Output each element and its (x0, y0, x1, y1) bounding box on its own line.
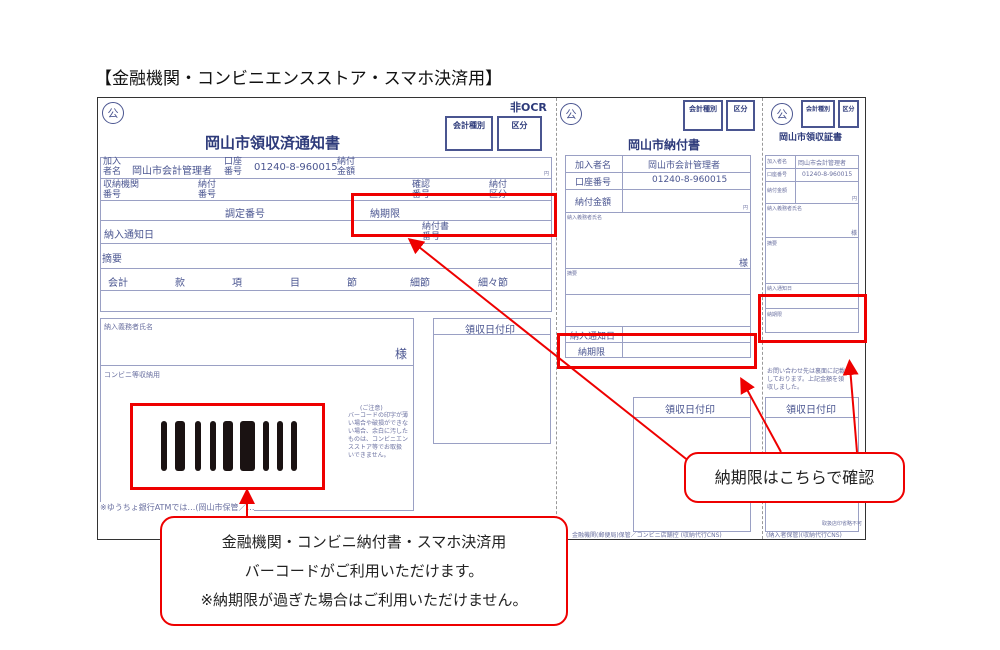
budget-label-kou: 項 (232, 278, 242, 289)
sama-label: 様 (739, 259, 749, 269)
perforation-line (556, 98, 557, 539)
subscriber-label: 加入者名 (767, 159, 788, 165)
budget-label-kan: 款 (175, 278, 185, 289)
summary-label: 摘要 (102, 254, 122, 265)
tekiyo-label: 摘要 (567, 271, 578, 277)
due-date-label: 納期限 (370, 209, 400, 220)
yen-label: 円 (743, 205, 749, 211)
sama-label: 様 (851, 230, 858, 237)
agency-number-label: 収納機関番号 (103, 180, 140, 200)
barcode-bar (263, 421, 269, 471)
due-date-label: 納期限 (578, 348, 606, 358)
left-footer: ※ゆうちょ銀行ATMでは…(岡山市保管／… (100, 502, 255, 513)
category-stamp-box: 区分 (838, 100, 859, 128)
yen-label: 円 (544, 171, 550, 177)
due-arrow-left (407, 238, 691, 463)
callout-line: 金融機関・コンビニ納付書・スマホ決済用 (221, 533, 507, 551)
perforation-line (762, 98, 763, 539)
due-date-highlight-left (351, 193, 557, 237)
account-type-stamp-box: 会計種別 (801, 100, 835, 128)
barcode-bar (291, 421, 297, 471)
left-slip-title: 岡山市領収済通知書 (205, 134, 341, 152)
due-arrow-middle (740, 376, 782, 453)
inquiry-text: お問い合わせ先は裏面に記載しております。上記金額を領収しました。 (767, 368, 846, 391)
page-heading: 【金融機関・コンビニエンスストア・スマホ決済用】 (95, 69, 503, 89)
notice-date-label: 納入通知日 (104, 230, 154, 241)
barcode-bar (210, 421, 216, 471)
slip-number-label: 納付書番号 (422, 222, 450, 242)
account-type-stamp-box: 会計種別 (683, 100, 723, 131)
handling-note: 取扱店印省略不可 (822, 521, 863, 527)
assessment-number-label: 調定番号 (225, 209, 265, 220)
due-date-callout: 納期限はこちらで確認 (684, 452, 905, 503)
barcode-highlight (130, 403, 325, 490)
due-arrow-right (842, 359, 859, 453)
budget-label-saisetsu: 細節 (410, 278, 430, 289)
budget-label-setsu: 節 (347, 278, 357, 289)
budget-label-moku: 目 (290, 278, 300, 289)
due-date-highlight-middle (557, 333, 757, 369)
notice-date-label: 納入通知日 (767, 286, 793, 292)
payment-number-label: 納付番号 (198, 180, 217, 200)
receipt-stamp-label: 領収日付印 (786, 405, 836, 416)
receipt-stamp-box (433, 318, 551, 444)
non-ocr-label: 非OCR (510, 101, 547, 114)
subscriber-label: 加入者名 (103, 157, 122, 177)
account-value: 01240-8-960015 (802, 171, 853, 178)
subscriber-value: 岡山市会計管理者 (798, 160, 847, 167)
payer-name-label: 納入義務者氏名 (104, 323, 153, 331)
barcode-bar (223, 421, 233, 471)
sama-label: 様 (395, 347, 408, 361)
barcode-bar (195, 421, 201, 471)
due-date-highlight-right (758, 294, 867, 343)
middle-form-table (565, 155, 751, 358)
account-label: 口座番号 (575, 178, 612, 188)
notice-text: バーコードの印字が薄い場合や破損ができない場合、余白に汚したものは、コンビニエン… (348, 412, 409, 459)
barcode-bar (277, 421, 283, 471)
amount-label: 納付金額 (337, 157, 356, 177)
account-label: 口座番号 (224, 157, 243, 177)
amount-label: 納付金額 (575, 198, 612, 208)
notice-date-label: 納入通知日 (570, 332, 616, 342)
barcode-bar (175, 421, 185, 471)
callout-line: ※納期限が過ぎた場合はご利用いただけません。 (200, 591, 528, 609)
yen-label: 円 (852, 196, 858, 202)
public-mark-icon: 公 (560, 103, 582, 125)
barcode-bar (240, 421, 255, 471)
right-slip-title: 岡山市領収証書 (779, 133, 843, 143)
category-stamp-box: 区分 (497, 116, 542, 151)
account-value: 01240-8-960015 (652, 175, 728, 185)
subscriber-label: 加入者名 (575, 161, 612, 171)
barcode-callout: 金融機関・コンビニ納付書・スマホ決済用 バーコードがご利用いただけます。 ※納期… (160, 516, 568, 626)
convenience-label: コンビニ等収納用 (104, 371, 160, 379)
payer-name-label: 納入義務者氏名 (567, 215, 603, 221)
tekiyo-label: 摘要 (767, 241, 778, 247)
account-type-stamp-box: 会計種別 (445, 116, 493, 151)
budget-label-saisaisetsu: 細々節 (478, 278, 508, 289)
right-footer: (納入者保管)(収納代行CNS) (766, 532, 842, 539)
payer-barcode-area (100, 318, 414, 511)
account-label: 口座番号 (767, 172, 788, 178)
payer-name-label: 納入義務者氏名 (767, 206, 803, 212)
public-mark-icon: 公 (102, 102, 124, 124)
subscriber-value: 岡山市会計管理者 (132, 166, 212, 177)
middle-footer: 金融機関(郵便局)保管／コンビニ店舗控 (収納代行CNS) (572, 532, 722, 539)
public-mark-icon: 公 (771, 103, 793, 125)
callout-line: バーコードがご利用いただけます。 (244, 562, 484, 580)
due-date-label: 納期限 (767, 312, 783, 318)
notice-title: (ご注意) (360, 405, 383, 412)
barcode-bar (161, 421, 167, 471)
account-value: 01240-8-960015 (254, 162, 338, 173)
receipt-stamp-label: 領収日付印 (665, 405, 715, 416)
category-stamp-box: 区分 (726, 100, 755, 131)
budget-label-account: 会計 (108, 278, 128, 289)
subscriber-value: 岡山市会計管理者 (648, 161, 721, 171)
receipt-stamp-label: 領収日付印 (465, 325, 515, 336)
middle-slip-title: 岡山市納付書 (628, 138, 701, 152)
right-form-table (765, 155, 859, 333)
amount-label: 納付金額 (767, 188, 788, 194)
